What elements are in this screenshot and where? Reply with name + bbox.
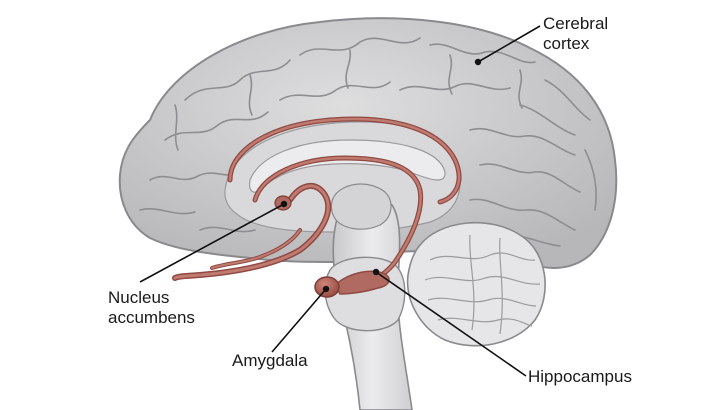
label-cerebral-cortex: Cerebral cortex bbox=[543, 14, 609, 53]
label-nucleus-accumbens: Nucleus accumbens bbox=[108, 288, 195, 327]
leader-amygdala bbox=[271, 288, 327, 353]
leader-nucleus bbox=[139, 203, 285, 283]
dot-hippocampus bbox=[372, 268, 380, 276]
cerebellum bbox=[406, 221, 546, 347]
leader-dots bbox=[280, 58, 482, 293]
dot-cortex bbox=[474, 58, 482, 66]
leader-cortex bbox=[477, 25, 541, 63]
limbic-pathways bbox=[172, 116, 462, 285]
hippocampus bbox=[334, 270, 390, 295]
label-hippocampus: Hippocampus bbox=[528, 367, 632, 386]
dot-amygdala bbox=[322, 285, 330, 293]
leader-hippocampus bbox=[375, 271, 527, 377]
cerebellum-folia bbox=[424, 234, 541, 335]
dot-nucleus bbox=[280, 200, 288, 208]
leader-lines bbox=[139, 25, 541, 377]
thalamus bbox=[330, 183, 392, 230]
label-amygdala: Amygdala bbox=[232, 351, 308, 370]
